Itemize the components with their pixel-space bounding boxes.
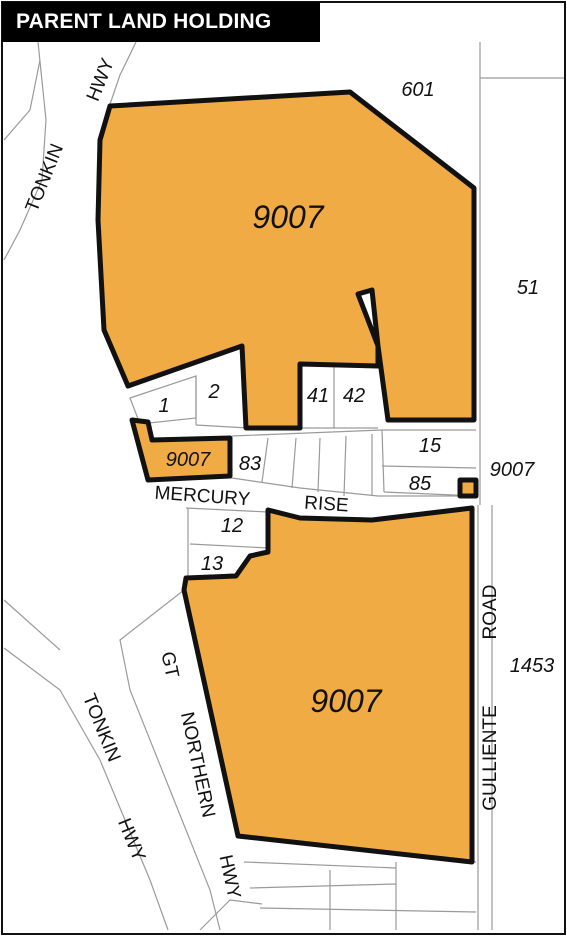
parcel-9007-small-west — [129, 417, 233, 483]
lot-label-85: 85 — [409, 473, 432, 495]
parcel-9007-small-east — [457, 477, 479, 499]
lot-label-601: 601 — [401, 79, 434, 101]
lot-label-51: 51 — [517, 277, 539, 299]
gt-northern-west — [119, 589, 221, 931]
map-title: PARENT LAND HOLDING — [2, 2, 320, 42]
parcel-9007-north — [95, 89, 477, 431]
lot-label-83: 83 — [239, 453, 261, 475]
lot-label-1453: 1453 — [510, 655, 555, 677]
road-label-road: ROAD — [480, 585, 501, 640]
lot-label-15: 15 — [419, 435, 442, 457]
tonkin-north-east-edge — [107, 41, 137, 111]
road-label-gulliente: GULLIENTE — [480, 705, 501, 811]
lot-label-9007-small-west: 9007 — [166, 449, 211, 471]
tonkin-south-west — [3, 647, 169, 931]
lot-label-12: 12 — [221, 515, 243, 537]
lot-label-13: 13 — [201, 553, 223, 575]
lot-label-9007-small-east: 9007 — [490, 459, 535, 481]
lot-label-1: 1 — [158, 395, 169, 417]
lot-label-42: 42 — [343, 385, 365, 407]
lot-label-41: 41 — [307, 385, 329, 407]
lots-1-2-base — [195, 424, 249, 429]
lot-labels: 9007 9007 9007 9007 601 51 1453 1 2 41 4… — [158, 79, 554, 719]
parcel-9007-south — [181, 505, 475, 865]
mercury-rise-south-edge — [185, 507, 269, 513]
tonkin-north-inner — [3, 59, 41, 141]
lot-label-2: 2 — [207, 381, 219, 403]
lot-label-9007-north: 9007 — [252, 199, 324, 235]
parent-land-parcels — [95, 89, 479, 865]
lot-label-9007-south: 9007 — [310, 683, 382, 719]
tonkin-north-west-edge — [3, 41, 47, 261]
lots-15-85 — [381, 429, 477, 497]
mercury-north-lots — [231, 429, 383, 497]
tonkin-south-inner — [3, 599, 61, 651]
road-label-rise: RISE — [304, 492, 350, 516]
